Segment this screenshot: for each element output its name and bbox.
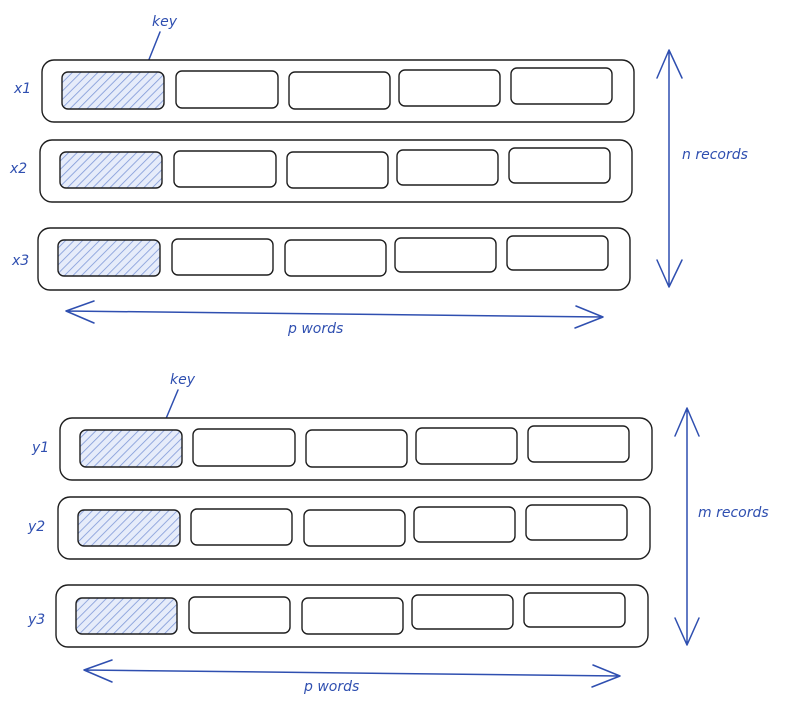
key-word-cell	[59, 151, 163, 189]
record-row: x1	[13, 59, 635, 123]
record-row: y2	[27, 496, 651, 560]
word-cell	[288, 71, 391, 110]
word-cell	[175, 70, 279, 109]
record-row: x2	[9, 139, 633, 203]
word-cell	[506, 235, 609, 271]
word-cell	[192, 428, 296, 467]
word-cell	[305, 429, 408, 468]
words-width-arrow	[83, 659, 621, 688]
word-cell	[190, 508, 293, 546]
word-cell	[523, 592, 626, 628]
word-cell	[301, 597, 404, 635]
word-cell	[284, 239, 387, 277]
word-cell	[394, 237, 497, 273]
key-word-cell	[61, 71, 165, 110]
word-cell	[527, 425, 630, 463]
records-count-label: n records	[682, 147, 748, 163]
key-word-cell	[57, 239, 161, 277]
records-count-arrow	[674, 407, 700, 646]
word-cell	[171, 238, 274, 276]
record-row: y3	[27, 584, 649, 648]
row-label: y1	[31, 440, 49, 456]
record-row: x3	[11, 227, 631, 291]
word-cell	[508, 147, 611, 184]
word-cell	[525, 504, 628, 541]
word-cell	[510, 67, 613, 105]
words-width-label: p words	[287, 321, 343, 337]
word-cell	[396, 149, 499, 186]
group-x: key x1 x2 x3	[9, 14, 748, 337]
word-cell	[411, 594, 514, 630]
key-word-cell	[75, 597, 178, 635]
word-cell	[173, 150, 277, 188]
word-cell	[398, 69, 501, 107]
records-count-label: m records	[698, 505, 769, 521]
row-label: x1	[13, 81, 31, 97]
key-word-cell	[77, 509, 181, 547]
word-cell	[415, 427, 518, 465]
words-width-arrow	[65, 300, 604, 329]
words-width-label: p words	[303, 679, 359, 695]
row-label: y3	[27, 612, 45, 628]
word-cell	[413, 506, 516, 543]
word-cell	[286, 151, 389, 189]
word-cell	[303, 509, 406, 547]
row-label: x3	[11, 253, 29, 269]
key-label: key	[170, 372, 196, 388]
row-label: y2	[27, 519, 45, 535]
record-row: y1	[31, 417, 653, 481]
word-cell	[188, 596, 291, 634]
records-count-arrow	[656, 49, 683, 288]
group-y: key y1 y2 y3	[27, 372, 769, 695]
key-label: key	[152, 14, 178, 30]
key-word-cell	[79, 429, 183, 468]
row-label: x2	[9, 161, 27, 177]
